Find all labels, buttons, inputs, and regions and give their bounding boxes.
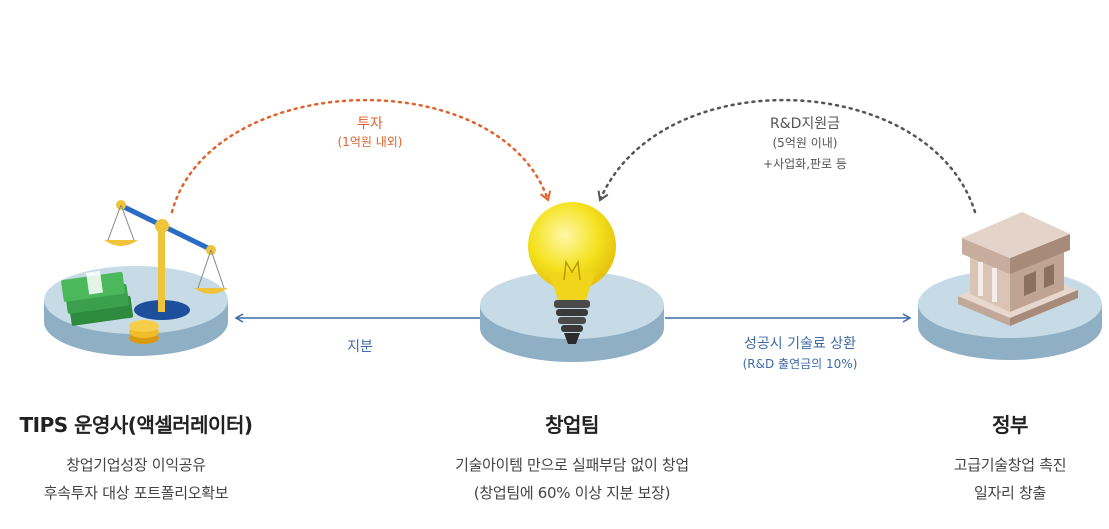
government-building-icon: [958, 212, 1078, 326]
money-stack-icon: [61, 270, 134, 326]
equity-label: 지분: [347, 339, 373, 355]
team-desc-2: (창업팀에 60% 이상 지분 보장): [473, 484, 671, 502]
operator-desc-1: 창업기업성장 이익공유: [66, 456, 206, 474]
rnd-label: R&D지원금: [769, 116, 841, 132]
team-title: 창업팀: [545, 413, 599, 437]
investment-arrow: [170, 98, 552, 214]
royalty-sublabel: (R&D 출연금의 10%): [742, 357, 858, 371]
rnd-funding-arrow: [597, 99, 977, 214]
scale-icon: [104, 200, 228, 320]
investment-label: 투자: [357, 116, 383, 132]
rnd-sublabel-1: (5억원 이내): [772, 136, 838, 150]
light-bulb-icon: [528, 202, 616, 344]
operator-title: TIPS 운영사(액셀러레이터): [19, 413, 254, 437]
government-desc-1: 고급기술창업 촉진: [953, 456, 1067, 474]
coins-icon: [129, 320, 159, 344]
team-desc-1: 기술아이템 만으로 실패부담 없이 창업: [455, 456, 689, 474]
royalty-label: 성공시 기술료 상환: [744, 336, 856, 352]
investment-sublabel: (1억원 내외): [337, 135, 403, 149]
government-desc-2: 일자리 창출: [974, 484, 1046, 502]
government-title: 정부: [992, 413, 1028, 437]
operator-desc-2: 후속투자 대상 포트폴리오확보: [43, 484, 229, 502]
rnd-sublabel-2: +사업화,판로 등: [763, 157, 847, 171]
